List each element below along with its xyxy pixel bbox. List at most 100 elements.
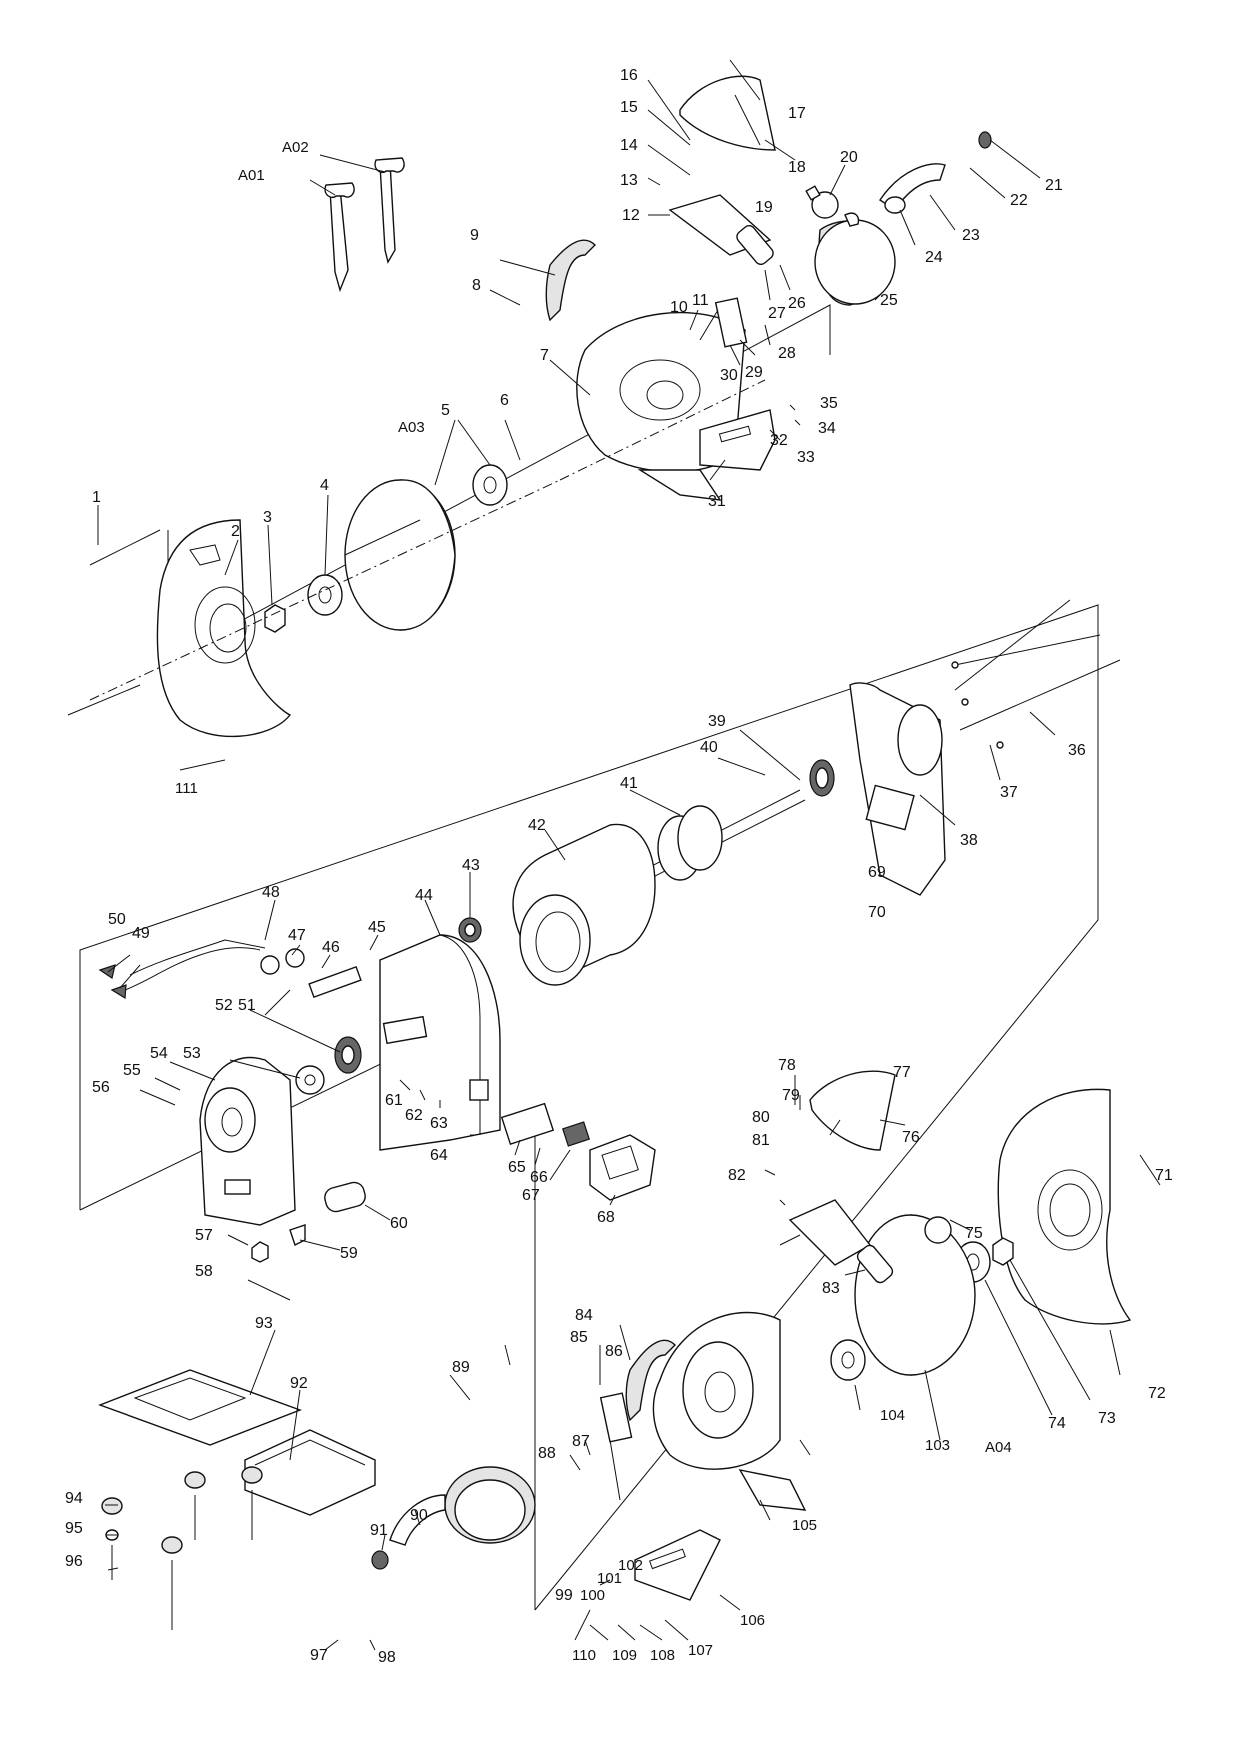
part-label-44: 44 <box>415 887 433 904</box>
part-label-38: 38 <box>960 832 978 849</box>
part-label-12: 12 <box>622 207 640 224</box>
lamp-arm-90 <box>389 1494 446 1546</box>
part-label-30: 30 <box>720 367 738 384</box>
part-label-54: 54 <box>150 1045 168 1062</box>
part-label-85: 85 <box>570 1329 588 1346</box>
part-label-102: 102 <box>618 1557 643 1574</box>
part-label-104: 104 <box>880 1407 905 1424</box>
part-label-2: 2 <box>231 523 240 540</box>
part-label-24: 24 <box>925 249 943 266</box>
part-label-56: 56 <box>92 1079 110 1096</box>
part-label-48: 48 <box>262 884 280 901</box>
part-label-8: 8 <box>472 277 481 294</box>
part-label-73: 73 <box>1098 1410 1116 1427</box>
part-label-50: 50 <box>108 911 126 928</box>
part-label-97: 97 <box>310 1647 328 1664</box>
part-label-45: 45 <box>368 919 386 936</box>
spark-deflector-84 <box>625 1339 676 1422</box>
part-label-90: 90 <box>410 1507 428 1524</box>
part-label-57: 57 <box>195 1227 213 1244</box>
wheel-guard-2 <box>156 519 292 738</box>
part-label-60: 60 <box>390 1215 408 1232</box>
part-label-11: 11 <box>692 292 709 309</box>
part-label-22: 22 <box>1010 192 1028 209</box>
upper-guard-assembly <box>545 75 992 501</box>
part-label-49: 49 <box>132 925 150 942</box>
nut-73 <box>992 1237 1014 1266</box>
part-label-107: 107 <box>688 1642 713 1659</box>
part-label-99: 99 <box>555 1587 573 1604</box>
part-label-87: 87 <box>572 1433 590 1450</box>
part-label-76: 76 <box>902 1129 920 1146</box>
lamp-holder-83 <box>856 1244 894 1284</box>
tray-92 <box>244 1429 376 1516</box>
part-label-55: 55 <box>123 1062 141 1079</box>
part-label-72: 72 <box>1148 1385 1166 1402</box>
part-label-31: 31 <box>708 493 726 510</box>
flange-4 <box>307 574 343 616</box>
part-label-28: 28 <box>778 345 796 362</box>
tool-rest-31 <box>699 409 776 471</box>
eye-shield-18 <box>679 75 776 151</box>
knob-21 <box>978 131 992 149</box>
part-label-52: 52 <box>215 997 233 1014</box>
part-label-16: 16 <box>620 67 638 84</box>
part-label-9: 9 <box>470 227 479 244</box>
cord-plate-51 <box>308 965 362 999</box>
leader-lines <box>97 59 1161 1651</box>
part-label-19: 19 <box>755 199 773 216</box>
part-label-15: 15 <box>620 99 638 116</box>
part-label-7: 7 <box>540 347 549 364</box>
wrenches <box>324 157 405 293</box>
part-label-58: 58 <box>195 1263 213 1280</box>
part-label-21: 21 <box>1045 177 1063 194</box>
part-label-18: 18 <box>788 159 806 176</box>
part-label-66: 66 <box>530 1169 548 1186</box>
part-label-108: 108 <box>650 1647 675 1664</box>
rubber-foot-94 <box>101 1497 123 1515</box>
part-label-a02: A02 <box>282 139 309 156</box>
part-label-65: 65 <box>508 1159 526 1176</box>
part-label-23: 23 <box>962 227 980 244</box>
part-label-91: 91 <box>370 1522 388 1539</box>
eye-shield-76 <box>809 1070 896 1151</box>
part-label-88: 88 <box>538 1445 556 1462</box>
part-label-51: 51 <box>238 997 256 1014</box>
part-label-59: 59 <box>340 1245 358 1262</box>
part-label-37: 37 <box>1000 784 1018 801</box>
part-label-69: 69 <box>868 864 886 881</box>
part-label-111: 111 <box>175 780 198 797</box>
part-label-78: 78 <box>778 1057 796 1074</box>
part-label-17: 17 <box>788 105 806 122</box>
plate-86 <box>599 1392 633 1443</box>
part-label-77: 77 <box>893 1064 911 1081</box>
bulb-20 <box>811 191 839 219</box>
part-label-3: 3 <box>263 509 272 526</box>
part-label-47: 47 <box>288 927 306 944</box>
part-label-95: 95 <box>65 1520 83 1537</box>
plate-29 <box>714 297 748 348</box>
bracket-59 <box>289 1224 306 1246</box>
lower-guard-assembly <box>371 1070 1132 1601</box>
housing-assembly <box>98 934 656 1263</box>
left-wheel-assembly <box>67 464 508 771</box>
part-label-110: 110 <box>572 1647 596 1664</box>
part-label-63: 63 <box>430 1115 448 1132</box>
part-label-41: 41 <box>620 775 638 792</box>
part-label-75: 75 <box>965 1225 983 1242</box>
switch-plate-65 <box>500 1102 555 1145</box>
axis-lines <box>89 379 766 701</box>
part-label-10: 10 <box>670 299 688 316</box>
part-label-20: 20 <box>840 149 858 166</box>
wrench-A01 <box>329 187 349 293</box>
part-label-70: 70 <box>868 904 886 921</box>
part-label-105: 105 <box>792 1517 817 1534</box>
bulb-75 <box>924 1216 952 1244</box>
part-label-33: 33 <box>797 449 815 466</box>
part-label-80: 80 <box>752 1109 770 1126</box>
part-label-14: 14 <box>620 137 638 154</box>
base-assembly <box>98 1369 376 1630</box>
part-label-100: 100 <box>580 1587 605 1604</box>
part-label-36: 36 <box>1068 742 1086 759</box>
